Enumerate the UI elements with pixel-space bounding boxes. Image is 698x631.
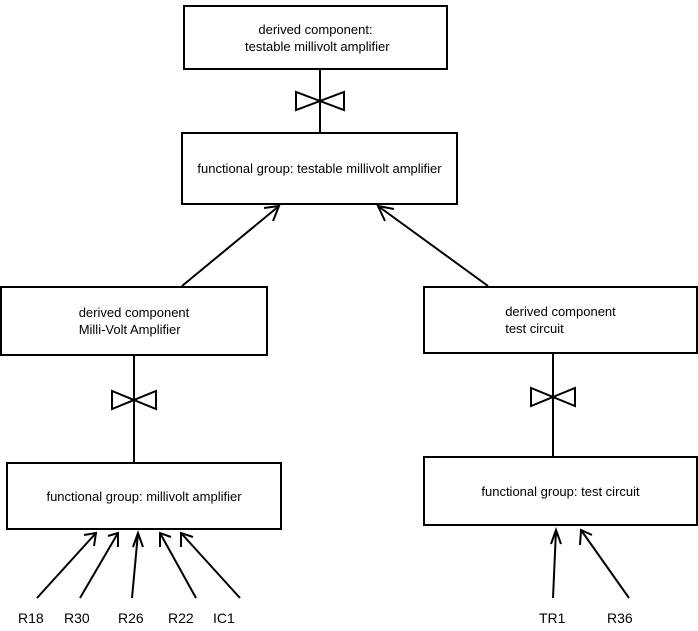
node-label: derived component test circuit — [505, 303, 616, 337]
node-functional-group-testable-millivolt-amplifier[interactable]: functional group: testable millivolt amp… — [181, 132, 458, 205]
node-label: derived component: testable millivolt am… — [241, 21, 390, 55]
bowtie-right-triangle-icon — [317, 90, 345, 112]
node-label-line2: testable millivolt amplifier — [241, 38, 390, 54]
node-derived-component-testable-millivolt-amplifier[interactable]: derived component: testable millivolt am… — [183, 5, 448, 70]
connector-derived-testcircuit-to-functional-group-testcircuit — [530, 354, 576, 456]
arrow-mvamp-to-testable-functional-group — [181, 204, 281, 287]
node-label-line2: Milli-Volt Amplifier — [78, 322, 181, 337]
leaf-label-text: R22 — [168, 610, 194, 626]
arrowhead-icon — [579, 528, 593, 546]
connector-derived-mvamp-to-functional-group-mvamp — [111, 356, 157, 462]
node-label-line1: derived component: — [258, 21, 373, 37]
leaf-label-text: R36 — [607, 610, 633, 626]
bowtie-left-triangle-icon — [111, 389, 137, 411]
bowtie-left-triangle-icon — [530, 386, 556, 408]
arrowhead-icon — [107, 531, 119, 547]
leaf-arrow-tr1 — [550, 527, 562, 599]
node-label-line1: functional group: test circuit — [481, 483, 640, 499]
node-label-line1: derived component — [505, 304, 616, 319]
node-functional-group-millivolt-amplifier[interactable]: functional group: millivolt amplifier — [6, 462, 282, 530]
arrowhead-icon — [376, 204, 395, 222]
arrowhead-icon — [83, 531, 98, 547]
arrowhead-icon — [263, 204, 281, 222]
arrowhead-icon — [159, 531, 172, 547]
arrow-testcircuit-to-testable-functional-group — [376, 204, 489, 287]
leaf-arrow-r30 — [79, 531, 119, 599]
leaf-label-text: IC1 — [213, 610, 235, 626]
node-label-line1: derived component — [78, 305, 190, 320]
node-label: functional group: millivolt amplifier — [46, 488, 241, 505]
bowtie-right-triangle-icon — [550, 386, 576, 408]
node-label: functional group: testable millivolt amp… — [197, 160, 441, 177]
arrowhead-icon — [132, 530, 144, 548]
node-label-line2: test circuit — [505, 321, 564, 336]
leaf-label-text: R18 — [18, 610, 44, 626]
leaf-label-text: R26 — [118, 610, 144, 626]
leaf-label-r36[interactable]: R36 — [607, 610, 633, 626]
arrowhead-icon — [550, 527, 562, 545]
node-functional-group-test-circuit[interactable]: functional group: test circuit — [423, 456, 698, 526]
arrowhead-icon — [180, 531, 194, 547]
leaf-label-tr1[interactable]: TR1 — [539, 610, 565, 626]
node-label-line1: functional group: millivolt amplifier — [46, 488, 242, 504]
leaf-arrow-r26 — [131, 530, 144, 599]
leaf-arrow-ic1 — [180, 531, 241, 599]
bowtie-left-triangle-icon — [295, 90, 323, 112]
leaf-label-r30[interactable]: R30 — [64, 610, 90, 626]
node-derived-component-test-circuit[interactable]: derived component test circuit — [423, 286, 698, 354]
leaf-label-ic1[interactable]: IC1 — [213, 610, 235, 626]
leaf-label-text: R30 — [64, 610, 90, 626]
leaf-label-r22[interactable]: R22 — [168, 610, 194, 626]
leaf-arrow-r18 — [36, 531, 98, 599]
leaf-arrow-r36 — [579, 528, 630, 599]
leaf-arrow-r22 — [159, 531, 197, 599]
node-label-line1: functional group: testable millivolt amp… — [197, 161, 442, 176]
leaf-label-text: TR1 — [539, 610, 566, 626]
connector-derived-to-functional-group-top — [295, 70, 345, 132]
leaf-label-r26[interactable]: R26 — [118, 610, 144, 626]
node-label: functional group: test circuit — [481, 483, 639, 500]
bowtie-right-triangle-icon — [131, 389, 157, 411]
leaf-label-r18[interactable]: R18 — [18, 610, 44, 626]
